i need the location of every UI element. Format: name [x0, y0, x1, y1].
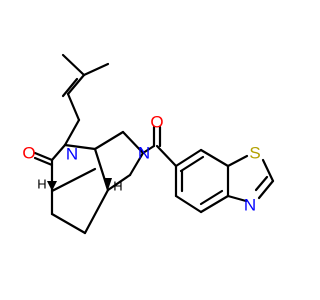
bond-ch-quaternary [50, 167, 97, 193]
benzothiazole-group [141, 125, 275, 214]
bond-carbonyl-aryl [155, 144, 178, 168]
atom-s: S [249, 143, 260, 162]
ring-a4 [199, 194, 230, 214]
bond-carbonyl-double-1 [33, 151, 54, 162]
atom-n-amide: N [138, 143, 150, 162]
atom-o-ketone: O [22, 143, 35, 162]
ring-a-inner1 [179, 155, 205, 173]
bond-n-ch2 [63, 118, 81, 147]
bond-n-quaternary [63, 143, 97, 151]
bond-ch2-ch [106, 173, 132, 192]
bond-quaternary-ch2 [93, 130, 125, 151]
bond-alkene-c1 [66, 73, 86, 96]
hydrogen-label-right: H [113, 178, 122, 193]
chemical-structure-diagram: O N N O S N H H [22, 53, 275, 235]
thiazole-n-c [226, 194, 248, 203]
stereo-wedge-right [104, 178, 112, 190]
thiazole-c-n-double [254, 175, 269, 192]
thiazole-c-s [261, 158, 275, 183]
thiazole-c-n [257, 179, 275, 200]
stereo-wedge-left [47, 181, 57, 191]
bond-ch2-n [121, 130, 145, 155]
bond-carbonyl-c-n [50, 143, 67, 162]
atom-n-thiazole: N [244, 195, 256, 214]
hydrogen-label-left: H [37, 176, 46, 191]
prenyl-chain [61, 53, 110, 147]
atom-n-lactam: N [66, 144, 78, 163]
atom-o-amide: O [150, 112, 163, 131]
bond-n-carbonyl [141, 144, 156, 155]
bond-alkene-c2 [61, 77, 79, 98]
ring-a-inner2 [199, 189, 224, 206]
bond-allyl [66, 92, 81, 122]
ring-a1 [174, 148, 203, 168]
bond-bottom-left [50, 212, 87, 235]
bond-bottom-right [83, 188, 110, 235]
ring-a2 [199, 148, 230, 168]
ring-a5 [174, 194, 203, 214]
bond-carbonyl-double-2 [33, 156, 54, 167]
structure-canvas: O N N O S N H H [22, 53, 275, 235]
thiazole-s-c [226, 154, 249, 168]
bond-methyl-1 [61, 53, 86, 77]
bond-methyl-2 [82, 62, 110, 77]
bond-n-ch2-lower [128, 151, 145, 177]
bicyclic-core [33, 130, 145, 235]
